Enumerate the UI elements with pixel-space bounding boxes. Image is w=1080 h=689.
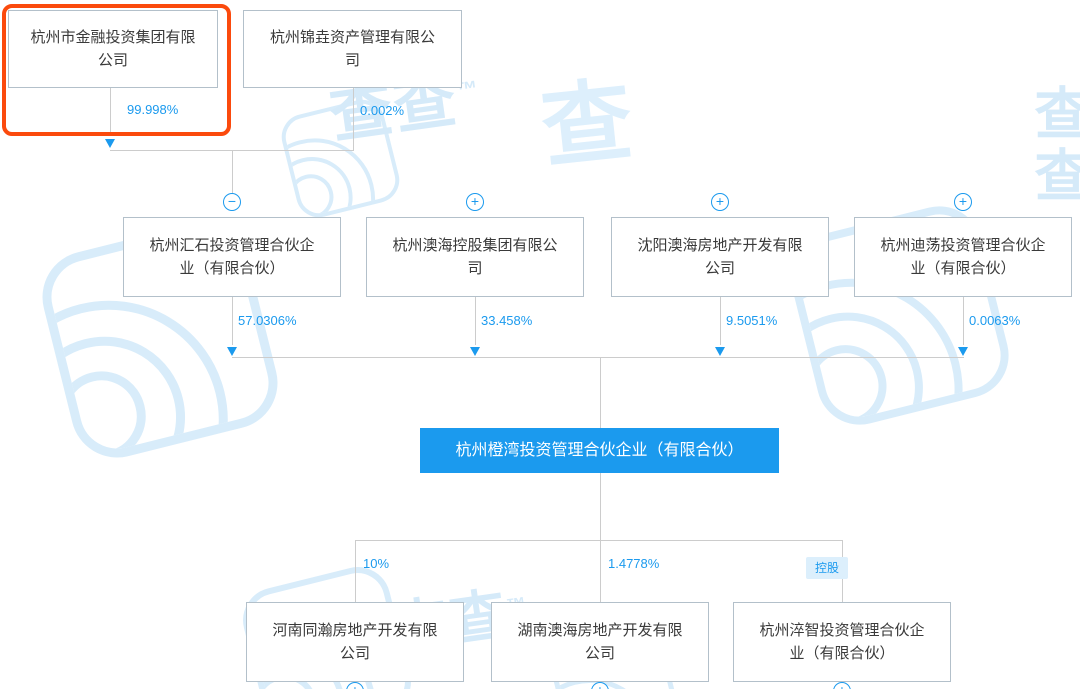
investment-node[interactable]: 湖南澳海房地产开发有限公司	[491, 602, 709, 682]
ownership-percent-label: 10%	[363, 556, 390, 571]
shareholder-node[interactable]: 杭州市金融投资集团有限公司	[8, 10, 218, 88]
ownership-percent-label: 1.4778%	[608, 556, 660, 571]
company-name: 杭州汇石投资管理合伙企业（有限合伙）	[149, 237, 315, 277]
expand-toggle-icon[interactable]: +	[591, 682, 609, 689]
connector-line	[232, 357, 964, 358]
connector-line	[720, 297, 721, 345]
company-name: 湖南澳海房地产开发有限公司	[517, 622, 683, 662]
company-name: 杭州澳海控股集团有限公司	[392, 237, 558, 277]
watermark-brand: 查	[537, 70, 639, 180]
ownership-percent-label: 0.0063%	[969, 313, 1021, 328]
arrow-down-icon	[715, 347, 725, 356]
connector-line	[600, 540, 601, 602]
watermark-arc	[781, 296, 939, 434]
focus-company-node[interactable]: 杭州橙湾投资管理合伙企业（有限合伙）	[420, 428, 779, 473]
connector-line	[475, 297, 476, 345]
expand-toggle-icon[interactable]: +	[833, 682, 851, 689]
arrow-down-icon	[470, 347, 480, 356]
watermark-text: 查查	[1027, 84, 1080, 208]
ownership-percent-label: 99.998%	[127, 102, 179, 117]
watermark-text: 查	[537, 70, 639, 179]
ownership-percent-label: 33.458%	[481, 313, 533, 328]
connector-line	[355, 540, 843, 541]
expand-toggle-icon[interactable]: +	[466, 193, 484, 211]
shareholder-node[interactable]: 杭州澳海控股集团有限公司	[366, 217, 584, 297]
company-name: 河南同瀚房地产开发有限公司	[272, 622, 438, 662]
shareholder-node[interactable]: 杭州迪荡投资管理合伙企业（有限合伙）	[854, 217, 1072, 297]
company-name: 杭州淬智投资管理合伙企业（有限合伙）	[759, 622, 925, 662]
shareholder-node[interactable]: 杭州锦垚资产管理有限公司	[243, 10, 462, 88]
watermark-arc	[795, 336, 896, 434]
investment-node[interactable]: 河南同瀚房地产开发有限公司	[246, 602, 464, 682]
connector-line	[963, 297, 964, 345]
ownership-percent-label: 57.0306%	[238, 313, 297, 328]
ownership-percent-label: 0.002%	[360, 103, 405, 118]
connector-line	[355, 540, 356, 602]
arrow-down-icon	[227, 347, 237, 356]
company-name: 杭州锦垚资产管理有限公司	[269, 29, 435, 69]
watermark-arc	[284, 169, 339, 223]
company-name: 沈阳澳海房地产开发有限公司	[637, 237, 803, 277]
connector-line	[600, 473, 601, 540]
expand-toggle-icon[interactable]: +	[346, 682, 364, 689]
watermark-arc	[32, 275, 254, 468]
shareholder-node[interactable]: 杭州汇石投资管理合伙企业（有限合伙）	[123, 217, 341, 297]
watermark-brand: 查查	[1027, 84, 1080, 208]
watermark-arc	[48, 362, 156, 468]
investment-node[interactable]: 杭州淬智投资管理合伙企业（有限合伙）	[733, 602, 951, 682]
shareholder-node[interactable]: 沈阳澳海房地产开发有限公司	[611, 217, 829, 297]
company-name: 杭州橙湾投资管理合伙企业（有限合伙）	[455, 442, 744, 459]
connector-line	[232, 297, 233, 345]
connector-line	[110, 88, 111, 134]
company-name: 杭州迪荡投资管理合伙企业（有限合伙）	[880, 237, 1046, 277]
watermark-arc	[32, 319, 202, 468]
expand-toggle-icon[interactable]: +	[954, 193, 972, 211]
arrow-down-icon	[958, 347, 968, 356]
holding-badge: 控股	[806, 557, 849, 579]
watermark-arc	[276, 126, 388, 223]
watermark-arc	[276, 148, 362, 223]
company-name: 杭州市金融投资集团有限公司	[30, 29, 196, 69]
collapse-toggle-icon[interactable]: −	[223, 193, 241, 211]
arrow-down-icon	[105, 139, 115, 148]
connector-line	[232, 150, 233, 193]
connector-line	[353, 88, 354, 150]
expand-toggle-icon[interactable]: +	[711, 193, 729, 211]
ownership-percent-label: 9.5051%	[726, 313, 778, 328]
connector-line	[600, 357, 601, 428]
